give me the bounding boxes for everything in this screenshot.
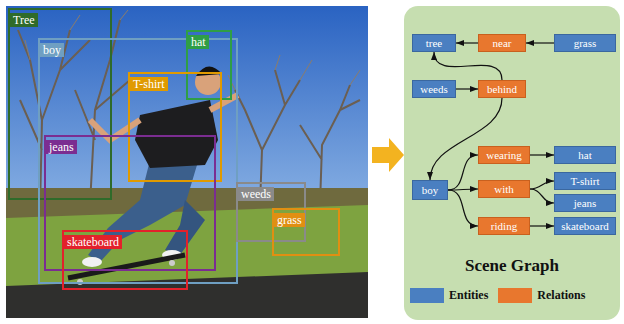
panel-ground xyxy=(404,6,620,320)
relation-connector xyxy=(448,155,478,190)
relation-connector xyxy=(530,181,554,189)
legend-swatch xyxy=(498,288,532,303)
entity-name: jeans xyxy=(574,197,597,210)
relation-box: with xyxy=(478,180,530,198)
entity-name: weeds xyxy=(420,83,448,96)
relation-connector xyxy=(448,189,478,190)
object-label: weeds xyxy=(238,187,274,201)
relation-name: wearing xyxy=(486,149,521,162)
thin-branches xyxy=(25,10,360,90)
legend-swatch xyxy=(410,288,444,303)
entity-box: boy xyxy=(412,180,448,200)
relation-connector xyxy=(530,225,554,226)
scene-graph-panel: Scene Graph tree near grass weeds behind boy we… xyxy=(404,6,620,320)
relation-connector xyxy=(526,42,554,43)
bounding-box: hat xyxy=(186,30,232,100)
legend: Entities Relations xyxy=(410,288,595,303)
transform-arrow xyxy=(372,138,404,172)
entity-name: hat xyxy=(578,149,591,162)
entity-box: jeans xyxy=(554,194,616,212)
entity-box: tree xyxy=(412,34,456,52)
relation-name: behind xyxy=(487,83,517,96)
relation-connector xyxy=(456,88,478,89)
legend-text: Entities xyxy=(449,288,488,303)
bounding-box: jeans xyxy=(44,135,216,271)
relation-name: near xyxy=(493,37,512,50)
object-label: Tree xyxy=(10,13,38,27)
bounding-box: Tree xyxy=(8,8,112,200)
relation-connector xyxy=(448,190,478,226)
relation-connector xyxy=(530,189,554,203)
entity-name: grass xyxy=(574,37,597,50)
object-label: grass xyxy=(274,213,305,227)
relation-box: riding xyxy=(478,217,530,235)
panel-title: Scene Graph xyxy=(404,256,620,276)
entity-box: T-shirt xyxy=(554,172,616,190)
relation-name: with xyxy=(494,183,514,196)
bounding-box: skateboard xyxy=(62,230,188,290)
object-label: T-shirt xyxy=(130,77,168,91)
object-label: boy xyxy=(40,43,64,57)
relation-box: wearing xyxy=(478,146,530,164)
object-label: skateboard xyxy=(64,235,122,249)
relation-box: near xyxy=(478,34,526,52)
entity-box: weeds xyxy=(412,80,456,98)
relation-connector xyxy=(430,98,502,180)
legend-text: Relations xyxy=(537,288,585,303)
entity-name: boy xyxy=(422,184,439,197)
relation-connector xyxy=(434,52,502,80)
photo-sky xyxy=(6,6,368,318)
bounding-box: grass xyxy=(272,208,340,256)
entity-box: grass xyxy=(554,34,616,52)
bare-trees xyxy=(18,20,360,210)
object-label: hat xyxy=(188,35,209,49)
relation-box: behind xyxy=(478,80,526,98)
entity-name: tree xyxy=(426,37,442,50)
entity-name: T-shirt xyxy=(571,175,600,188)
relation-connector xyxy=(530,154,554,155)
relation-connector xyxy=(456,42,478,43)
object-label: jeans xyxy=(46,140,77,154)
entity-box: skateboard xyxy=(554,217,616,235)
bounding-box: T-shirt xyxy=(128,72,222,182)
entity-box: hat xyxy=(554,146,616,164)
entity-name: skateboard xyxy=(561,220,609,233)
relation-name: riding xyxy=(491,220,517,233)
bounding-box: weeds xyxy=(236,182,306,242)
